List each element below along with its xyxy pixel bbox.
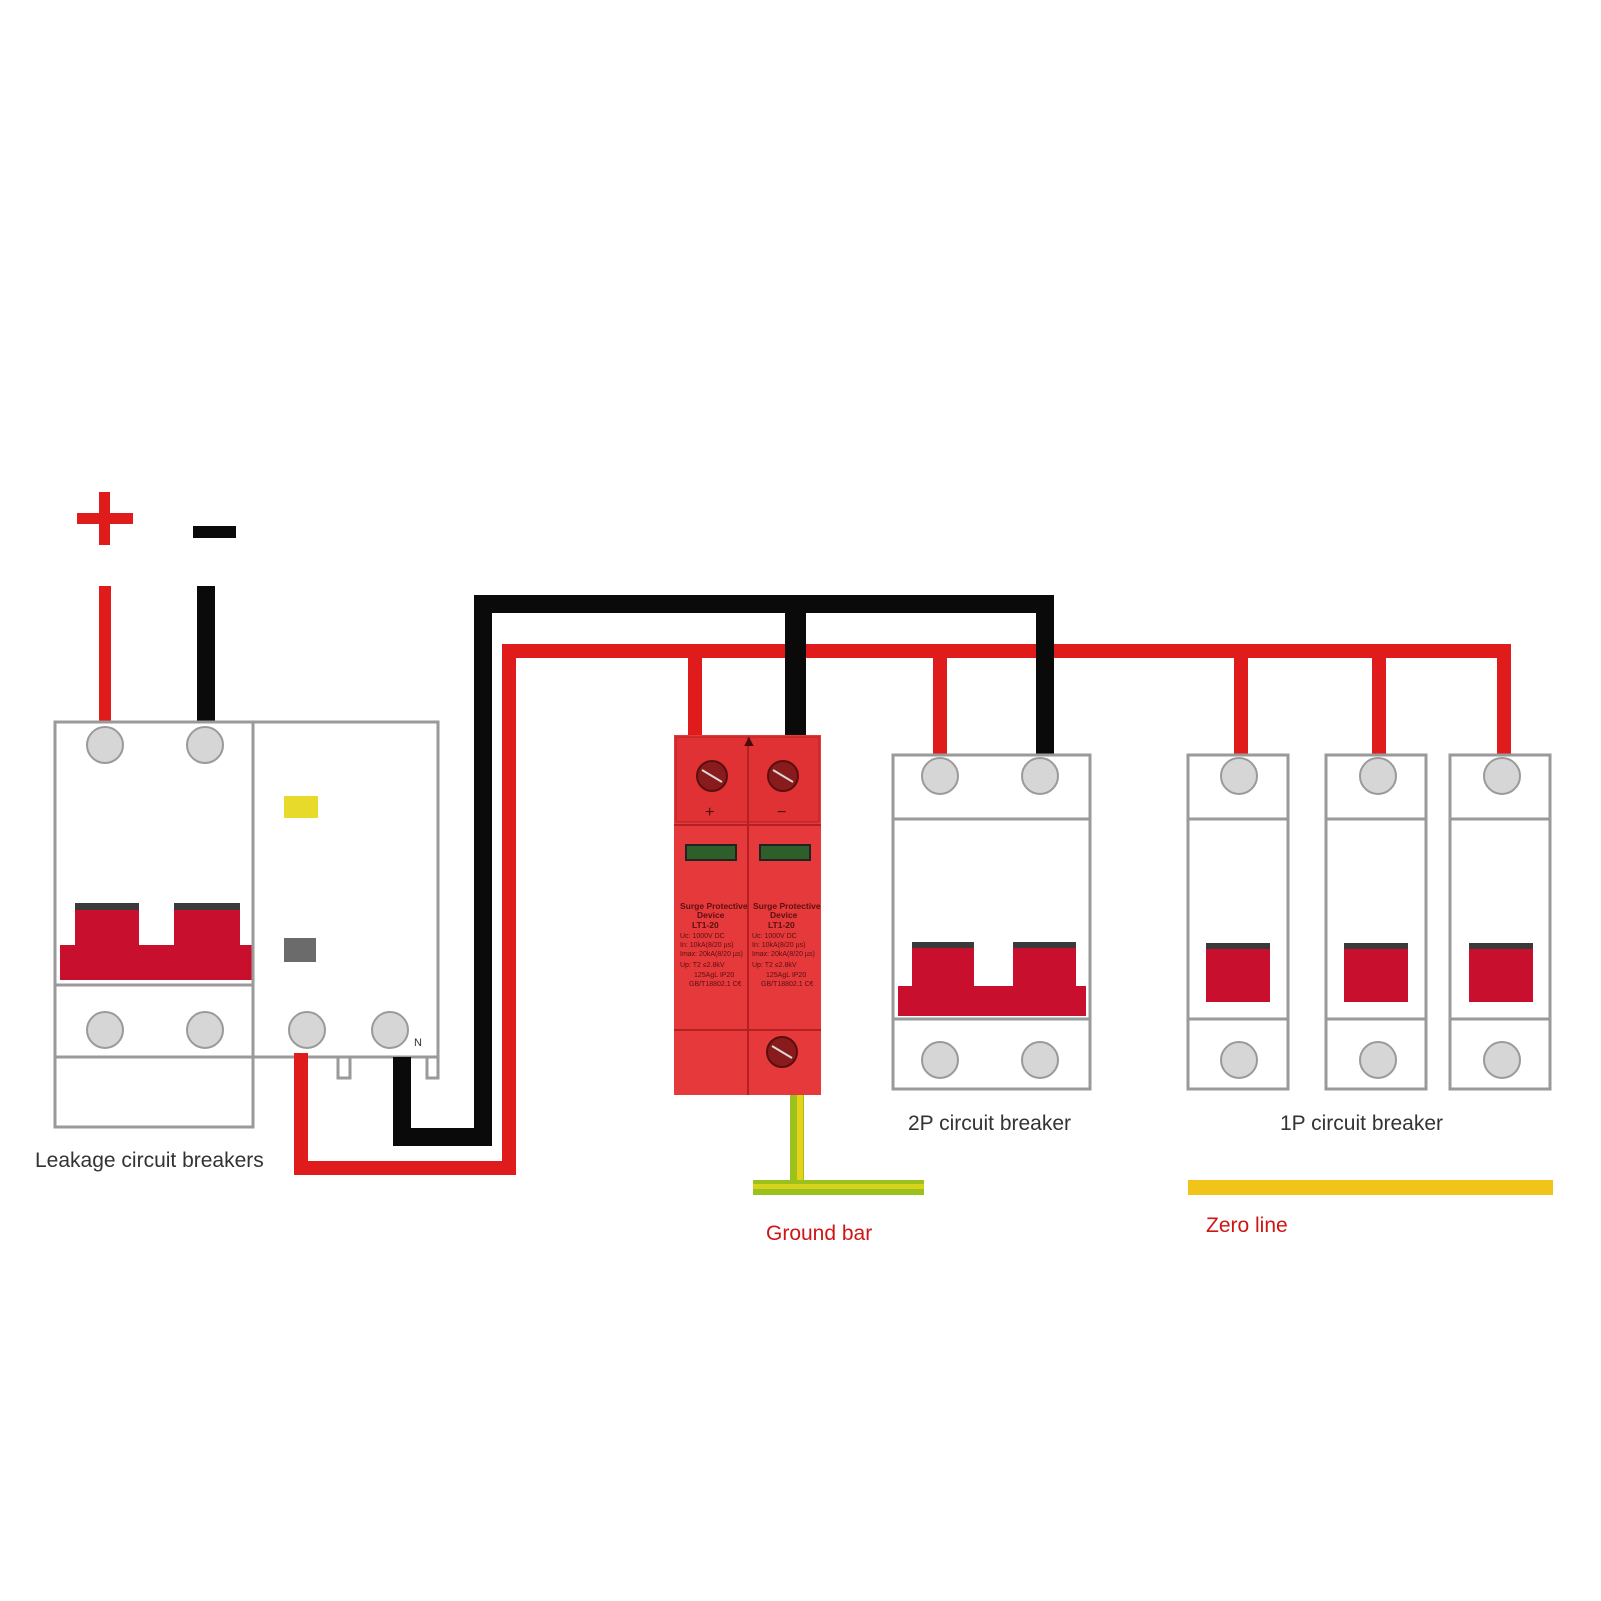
label-ground-bar: Ground bar (766, 1222, 872, 1245)
positive-feed-wire (294, 644, 1511, 1175)
test-button[interactable] (284, 938, 316, 962)
terminal-bottom (1483, 1041, 1521, 1079)
spd-right-title1: Surge Protective (753, 901, 821, 911)
spd-right-fuse: 125AgL IP20 (766, 972, 806, 979)
one-pole-circuit-breaker (1186, 753, 1290, 1091)
terminal-top-positive (86, 726, 124, 764)
zero-line-bar (1188, 1180, 1553, 1195)
negative-feed-wire (393, 595, 1054, 1146)
spd-left-up: Up: T2 ≤2.8kV (680, 962, 725, 969)
breaker-handle[interactable] (898, 942, 1086, 1016)
negative-input-wire (197, 586, 215, 736)
positive-drop-2p (933, 651, 947, 776)
ground-wire (790, 1095, 804, 1187)
terminal-bottom (371, 1011, 409, 1049)
spd-right-in: In: 10kA(8/20 µs) (752, 942, 805, 949)
spd-right-model: LT1-20 (768, 920, 795, 930)
label-zero-line: Zero line (1206, 1214, 1288, 1237)
spd-left-uc: Uc: 1000V DC (680, 933, 725, 940)
label-2p-circuit-breaker: 2P circuit breaker (908, 1112, 1071, 1135)
terminal-bottom (1021, 1041, 1059, 1079)
test-indicator (284, 796, 318, 818)
one-pole-circuit-breaker (1448, 753, 1552, 1091)
positive-drop-1p-b (1372, 651, 1386, 775)
breaker-handle[interactable] (1344, 946, 1408, 1002)
spd-right-uc: Uc: 1000V DC (752, 933, 797, 940)
svg-text:▲: ▲ (741, 733, 757, 750)
spd-terminal-negative-label: − (777, 804, 786, 821)
neutral-mark: N (414, 1037, 422, 1049)
spd-right-imax: Imax: 20kA(8/20 µs) (752, 951, 815, 958)
surge-protective-device: ▲ + − Surge Protective Device LT1-20 Uc:… (674, 733, 821, 1095)
two-pole-circuit-breaker (891, 753, 1092, 1091)
spd-left-model: LT1-20 (692, 920, 719, 930)
spd-left-in: In: 10kA(8/20 µs) (680, 942, 733, 949)
terminal-top (921, 757, 959, 795)
spd-left-std: GB/T18802.1 C€ (689, 981, 742, 988)
terminal-bottom (1220, 1041, 1258, 1079)
positive-drop-1p-a (1234, 651, 1248, 775)
positive-drop-1p-c (1497, 651, 1511, 775)
spd-right-title2: Device (770, 910, 798, 920)
positive-drop-spd (688, 651, 702, 737)
terminal-bottom (186, 1011, 224, 1049)
spd-status-window-right (759, 844, 811, 861)
spd-right-up: Up: T2 ≤2.8kV (752, 962, 797, 969)
spd-left-title1: Surge Protective (680, 901, 748, 911)
terminal-top (1359, 757, 1397, 795)
spd-left-imax: Imax: 20kA(8/20 µs) (680, 951, 743, 958)
label-leakage-circuit-breakers: Leakage circuit breakers (35, 1149, 264, 1172)
positive-input-wire (99, 586, 111, 736)
spd-right-std: GB/T18802.1 C€ (761, 981, 814, 988)
negative-symbol (193, 526, 236, 538)
positive-symbol (77, 492, 133, 545)
terminal-top (1483, 757, 1521, 795)
spd-left-title2: Device (697, 910, 725, 920)
negative-drop-spd (785, 604, 806, 737)
one-pole-circuit-breaker (1324, 753, 1428, 1091)
spd-terminal-positive-label: + (705, 804, 714, 821)
terminal-bottom (288, 1011, 326, 1049)
breaker-handle[interactable] (60, 903, 252, 980)
terminal-top (1220, 757, 1258, 795)
terminal-bottom (86, 1011, 124, 1049)
label-1p-circuit-breaker: 1P circuit breaker (1280, 1112, 1443, 1135)
terminal-top-negative (186, 726, 224, 764)
leakage-circuit-breaker: N (53, 720, 440, 1129)
terminal-top (1021, 757, 1059, 795)
terminal-bottom (921, 1041, 959, 1079)
breaker-handle[interactable] (1206, 946, 1270, 1002)
breaker-handle[interactable] (1469, 946, 1533, 1002)
terminal-bottom (1359, 1041, 1397, 1079)
ground-bar (753, 1180, 924, 1195)
spd-status-window-left (685, 844, 737, 861)
spd-left-fuse: 125AgL IP20 (694, 972, 734, 979)
